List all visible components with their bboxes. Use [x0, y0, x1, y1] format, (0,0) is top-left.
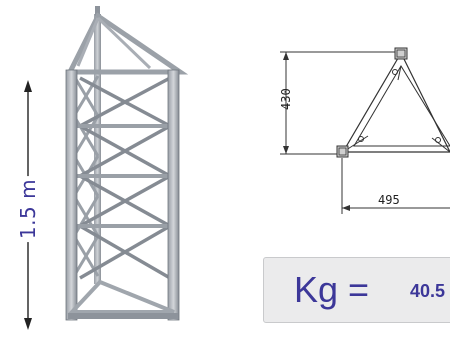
length-label: 1.5 m: [6, 165, 50, 253]
weight-box: Kg = 40.5: [263, 257, 450, 323]
truss-tower-image: [65, 6, 188, 321]
weight-label: Kg =: [294, 269, 370, 310]
weight-value: 40.5: [410, 281, 446, 301]
truss-section-drawing: [280, 47, 450, 214]
section-width-label: 495: [378, 193, 400, 207]
tower-panel: 1.5 m: [6, 6, 188, 330]
section-height-label: 430: [279, 88, 293, 110]
